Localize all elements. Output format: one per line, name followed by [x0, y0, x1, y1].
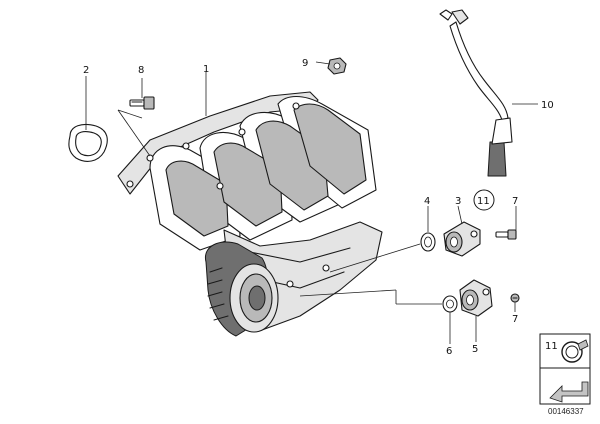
- o-ring-part-4: [420, 232, 436, 252]
- nut-part: [327, 57, 347, 75]
- gasket-part: [68, 123, 108, 162]
- inset-box: 11: [539, 333, 591, 405]
- callout-4: 4: [424, 196, 430, 207]
- callout-8: 8: [138, 65, 144, 76]
- bolt-part: [129, 96, 155, 110]
- callout-10: 10: [541, 100, 554, 111]
- screw-part-7-upper: [495, 229, 517, 240]
- callout-11: 11: [477, 196, 490, 207]
- intake-manifold-part: [117, 91, 383, 337]
- callout-3: 3: [455, 196, 461, 207]
- callout-7-lower: 7: [512, 314, 518, 325]
- callout-6: 6: [446, 346, 452, 357]
- callout-9: 9: [302, 58, 308, 69]
- o-ring-part-6: [442, 295, 458, 313]
- arrow-icon: [549, 381, 589, 403]
- reference-code: 00146337: [548, 407, 584, 416]
- callout-1: 1: [203, 64, 209, 75]
- callout-5: 5: [472, 344, 478, 355]
- callout-2: 2: [83, 65, 89, 76]
- callout-labels: 1 2 3 4 5 6 7 7 8 9 10 11: [83, 58, 554, 357]
- connector-part-3: [443, 221, 481, 257]
- vacuum-hose-part: [439, 9, 513, 177]
- connector-part-5: [459, 279, 493, 317]
- callout-7-upper: 7: [512, 196, 518, 207]
- hose-clamp-icon: [561, 339, 589, 363]
- leader-lines: [85, 61, 538, 344]
- part-11-callout-circle: [473, 189, 495, 211]
- screw-part-7-lower: [510, 293, 520, 303]
- inset-label: 11: [545, 341, 558, 352]
